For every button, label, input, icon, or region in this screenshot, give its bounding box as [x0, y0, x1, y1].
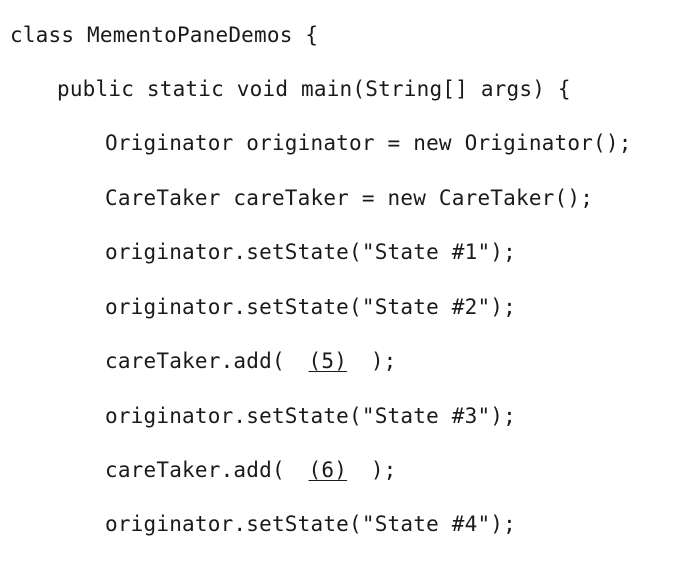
- set-state-1-line: originator.setState("State #1");: [105, 240, 516, 264]
- fill-in-blank-6: (6): [308, 458, 348, 482]
- main-method-declaration-line: public static void main(String[] args) {: [57, 77, 571, 101]
- add-call-suffix: );: [370, 458, 397, 482]
- set-state-4-line: originator.setState("State #4");: [105, 512, 516, 536]
- add-call-suffix: );: [370, 349, 397, 373]
- caretaker-add-blank-6-line: careTaker.add( (6));: [105, 457, 397, 483]
- caretaker-add-blank-5-line: careTaker.add( (5));: [105, 348, 397, 374]
- add-call-prefix: careTaker.add(: [105, 458, 285, 482]
- fill-in-blank-5: (5): [308, 349, 348, 373]
- set-state-2-line: originator.setState("State #2");: [105, 295, 516, 319]
- add-call-prefix: careTaker.add(: [105, 349, 285, 373]
- set-state-3-line: originator.setState("State #3");: [105, 404, 516, 428]
- originator-instantiation-line: Originator originator = new Originator()…: [105, 131, 632, 155]
- caretaker-instantiation-line: CareTaker careTaker = new CareTaker();: [105, 186, 594, 210]
- class-declaration-line: class MementoPaneDemos {: [10, 23, 319, 47]
